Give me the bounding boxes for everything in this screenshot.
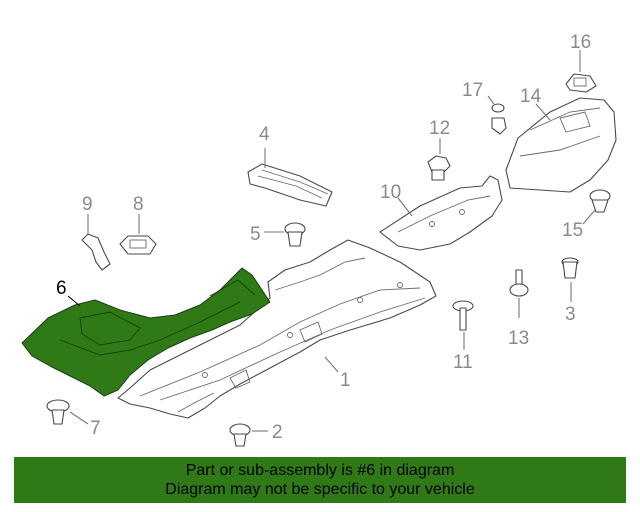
- part-17-screw[interactable]: [491, 103, 507, 135]
- callout-16[interactable]: 16: [570, 32, 591, 53]
- callout-labels: 1 2 3 4 5 6 7 8 9 10 11 12 13 14 15 16 1…: [56, 32, 591, 443]
- part-9-bracket[interactable]: [81, 233, 111, 271]
- part-14-cover[interactable]: [505, 97, 617, 193]
- callout-17[interactable]: 17: [462, 80, 483, 101]
- part-12-nut[interactable]: [427, 155, 451, 181]
- callout-13[interactable]: 13: [508, 328, 529, 349]
- callout-14[interactable]: 14: [520, 86, 542, 107]
- part-info-banner: Part or sub-assembly is #6 in diagram Di…: [14, 457, 626, 503]
- callout-2[interactable]: 2: [272, 422, 283, 443]
- part-6-front-shield[interactable]: [21, 267, 271, 397]
- callout-5[interactable]: 5: [250, 224, 261, 245]
- callout-11[interactable]: 11: [453, 352, 473, 373]
- callout-1[interactable]: 1: [340, 370, 351, 391]
- part-3-plug[interactable]: [561, 257, 579, 279]
- part-11-bolt[interactable]: [452, 300, 474, 331]
- callout-9[interactable]: 9: [82, 194, 93, 215]
- parts-diagram: 1 2 3 4 5 6 7 8 9 10 11 12 13 14 15 16 1…: [21, 32, 617, 447]
- callout-7[interactable]: 7: [90, 418, 101, 439]
- callout-3[interactable]: 3: [565, 304, 576, 325]
- part-2-nut[interactable]: [229, 423, 251, 447]
- part-5-screw[interactable]: [284, 222, 306, 247]
- part-15-nut[interactable]: [589, 189, 611, 213]
- callout-15[interactable]: 15: [562, 220, 583, 241]
- callout-8[interactable]: 8: [133, 194, 144, 215]
- callout-6[interactable]: 6: [56, 278, 67, 299]
- callout-12[interactable]: 12: [429, 118, 450, 139]
- callout-4[interactable]: 4: [259, 124, 270, 145]
- part-13-screw[interactable]: [509, 269, 529, 297]
- banner-line-1: Part or sub-assembly is #6 in diagram: [185, 462, 455, 479]
- callout-10[interactable]: 10: [380, 182, 401, 203]
- part-16-clip[interactable]: [565, 73, 597, 93]
- banner-line-2: Diagram may not be specific to your vehi…: [165, 481, 475, 498]
- part-10-rear-shield[interactable]: [379, 175, 503, 251]
- part-4-bracket[interactable]: [247, 163, 333, 207]
- part-7-nut[interactable]: [46, 399, 70, 425]
- part-8-clip[interactable]: [119, 235, 157, 255]
- leader-lines: [67, 50, 596, 432]
